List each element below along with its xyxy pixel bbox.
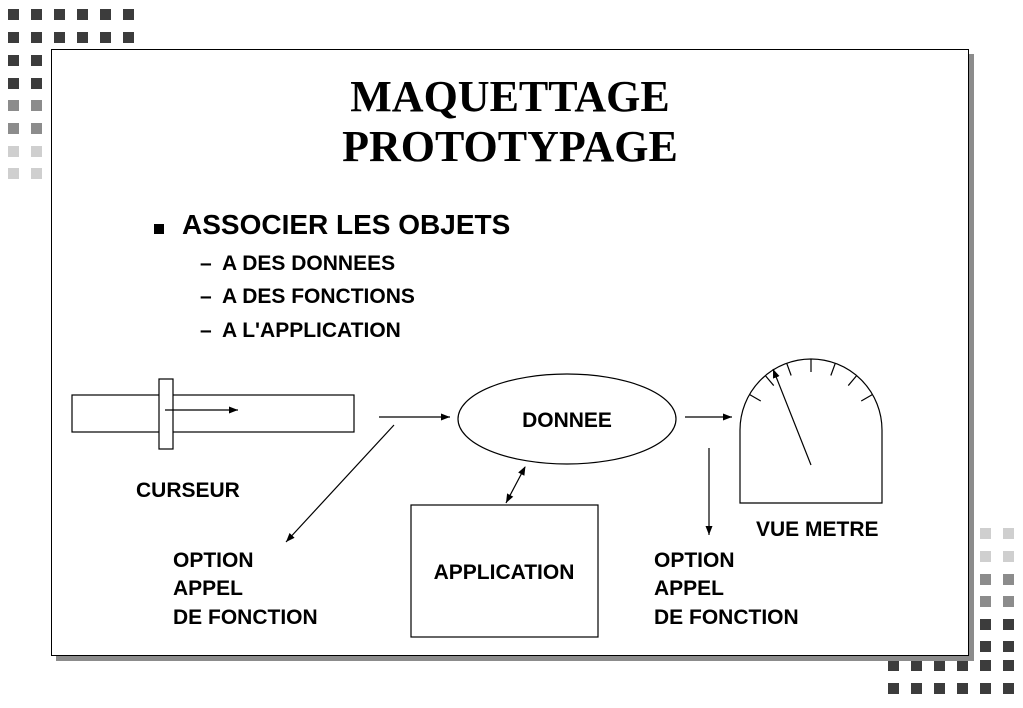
decor-square bbox=[8, 100, 19, 111]
decor-square bbox=[911, 683, 922, 694]
decor-square bbox=[77, 9, 88, 20]
decor-square bbox=[980, 660, 991, 671]
decor-square bbox=[8, 32, 19, 43]
option-right-line-3: DE FONCTION bbox=[654, 606, 799, 629]
gauge-tick bbox=[860, 393, 873, 402]
slider-track bbox=[71, 394, 355, 433]
gauge-tick bbox=[847, 375, 858, 386]
gauge-ticks bbox=[749, 359, 873, 402]
decor-square bbox=[31, 146, 42, 157]
decor-square bbox=[123, 9, 134, 20]
decor-square bbox=[980, 551, 991, 562]
sub-bullet: –A DES DONNEES bbox=[200, 251, 395, 277]
option-left-line-3: DE FONCTION bbox=[173, 606, 318, 629]
cursor-slider bbox=[71, 378, 355, 450]
slide-title-line-1: MAQUETTAGE bbox=[350, 72, 670, 121]
arrow-donnee-application bbox=[505, 466, 526, 504]
sub-bullet-text: A L'APPLICATION bbox=[222, 319, 401, 342]
option-left-line-1: OPTION bbox=[173, 549, 254, 572]
option-right-line-2: APPEL bbox=[654, 577, 724, 600]
decor-square bbox=[31, 32, 42, 43]
decor-square bbox=[8, 78, 19, 89]
decor-square bbox=[31, 55, 42, 66]
decor-square bbox=[1003, 619, 1014, 630]
decor-square bbox=[8, 168, 19, 179]
curseur-label: CURSEUR bbox=[136, 479, 240, 502]
decor-square bbox=[100, 32, 111, 43]
decor-square bbox=[123, 32, 134, 43]
vue-metre-gauge bbox=[739, 358, 883, 504]
sub-bullet: –A DES FONCTIONS bbox=[200, 284, 415, 310]
decor-square bbox=[1003, 660, 1014, 671]
decor-square bbox=[77, 32, 88, 43]
donnee-label: DONNEE bbox=[522, 409, 612, 432]
gauge-needle bbox=[772, 368, 812, 466]
slide-title-line-2: PROTOTYPAGE bbox=[342, 122, 678, 171]
decor-square bbox=[8, 9, 19, 20]
decor-square bbox=[934, 683, 945, 694]
decor-square bbox=[888, 683, 899, 694]
gauge-tick bbox=[764, 375, 775, 386]
diagram: CURSEUR DONNEE APPLICATION VUE METRE OPT… bbox=[71, 358, 883, 638]
decor-square bbox=[31, 100, 42, 111]
gauge-tick bbox=[786, 363, 792, 376]
decor-square bbox=[980, 596, 991, 607]
sub-bullet-text: A DES DONNEES bbox=[222, 252, 396, 275]
gauge-tick bbox=[749, 393, 762, 402]
sub-bullet-text: A DES FONCTIONS bbox=[222, 285, 415, 308]
dash-icon: – bbox=[200, 285, 212, 308]
decor-square bbox=[888, 660, 899, 671]
dash-icon: – bbox=[200, 252, 212, 275]
decor-square bbox=[957, 683, 968, 694]
decor-square bbox=[980, 641, 991, 652]
dash-icon: – bbox=[200, 319, 212, 342]
donnee-ellipse bbox=[457, 373, 677, 465]
main-bullet: ASSOCIER LES OBJETS bbox=[182, 209, 511, 240]
vue-metre-label: VUE METRE bbox=[756, 518, 879, 541]
decor-square bbox=[1003, 641, 1014, 652]
decor-square bbox=[8, 146, 19, 157]
gauge-tick bbox=[830, 363, 836, 376]
decor-square bbox=[8, 55, 19, 66]
decor-square bbox=[31, 168, 42, 179]
decor-square bbox=[54, 9, 65, 20]
gauge-body bbox=[739, 358, 883, 504]
application-label: APPLICATION bbox=[434, 561, 575, 584]
decor-square bbox=[980, 619, 991, 630]
decor-square bbox=[957, 660, 968, 671]
decor-square bbox=[934, 660, 945, 671]
decor-square bbox=[1003, 596, 1014, 607]
slider-thumb bbox=[158, 378, 174, 450]
decor-square bbox=[980, 683, 991, 694]
decor-square bbox=[1003, 551, 1014, 562]
bullet-square-icon bbox=[154, 224, 164, 234]
decor-square bbox=[1003, 574, 1014, 585]
decor-square bbox=[980, 528, 991, 539]
application-box bbox=[410, 504, 599, 638]
decor-square bbox=[8, 123, 19, 134]
decor-square bbox=[1003, 528, 1014, 539]
decor-square bbox=[980, 574, 991, 585]
decor-square bbox=[31, 123, 42, 134]
arrow-to-option-left bbox=[285, 424, 395, 543]
sub-bullet: –A L'APPLICATION bbox=[200, 318, 401, 344]
decor-square bbox=[31, 78, 42, 89]
decor-square bbox=[911, 660, 922, 671]
option-right-line-1: OPTION bbox=[654, 549, 735, 572]
slide: MAQUETTAGE PROTOTYPAGE ASSOCIER LES OBJE… bbox=[51, 49, 969, 656]
decor-square bbox=[1003, 683, 1014, 694]
option-left-line-2: APPEL bbox=[173, 577, 243, 600]
decor-square bbox=[31, 9, 42, 20]
decor-square bbox=[54, 32, 65, 43]
decor-square bbox=[100, 9, 111, 20]
